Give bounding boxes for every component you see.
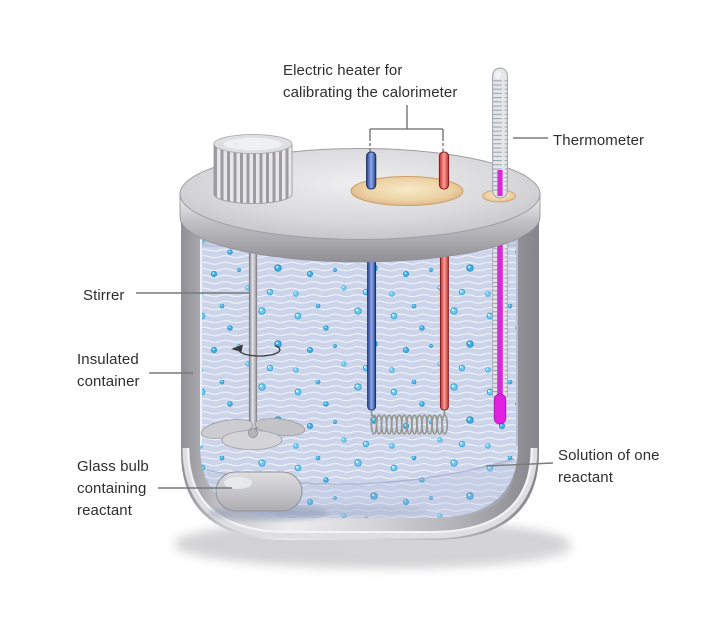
heater-port-oval	[350, 176, 464, 206]
thermometer-upper	[492, 67, 508, 199]
thermometer-bulb	[493, 393, 507, 425]
label-stirrer: Stirrer	[83, 287, 125, 304]
heater-wire-red	[439, 243, 449, 411]
label-thermometer: Thermometer	[553, 132, 645, 149]
heater-wire-blue	[367, 243, 377, 411]
knob-cap	[213, 134, 293, 204]
electrode-red	[438, 151, 450, 190]
label-solution: Solution of one reactant	[558, 447, 660, 486]
container-bottom-band	[182, 447, 538, 539]
leader-line-solution	[485, 462, 554, 467]
glass-bulb	[208, 471, 430, 521]
stirrer-blades	[200, 418, 306, 450]
label-electric-heater: Electric heater for calibrating the calo…	[283, 62, 458, 101]
label-glass-bulb: Glass bulb containing reactant	[77, 458, 149, 519]
label-insulated-container: Insulated container	[77, 351, 140, 390]
container-bottom-band-highlight	[187, 447, 533, 533]
rotation-arrow-icon	[231, 344, 281, 357]
stirrer-rod	[248, 229, 258, 438]
heater-bracket	[369, 105, 444, 152]
thermometer-lower	[492, 243, 508, 425]
electrode-blue	[366, 151, 377, 190]
